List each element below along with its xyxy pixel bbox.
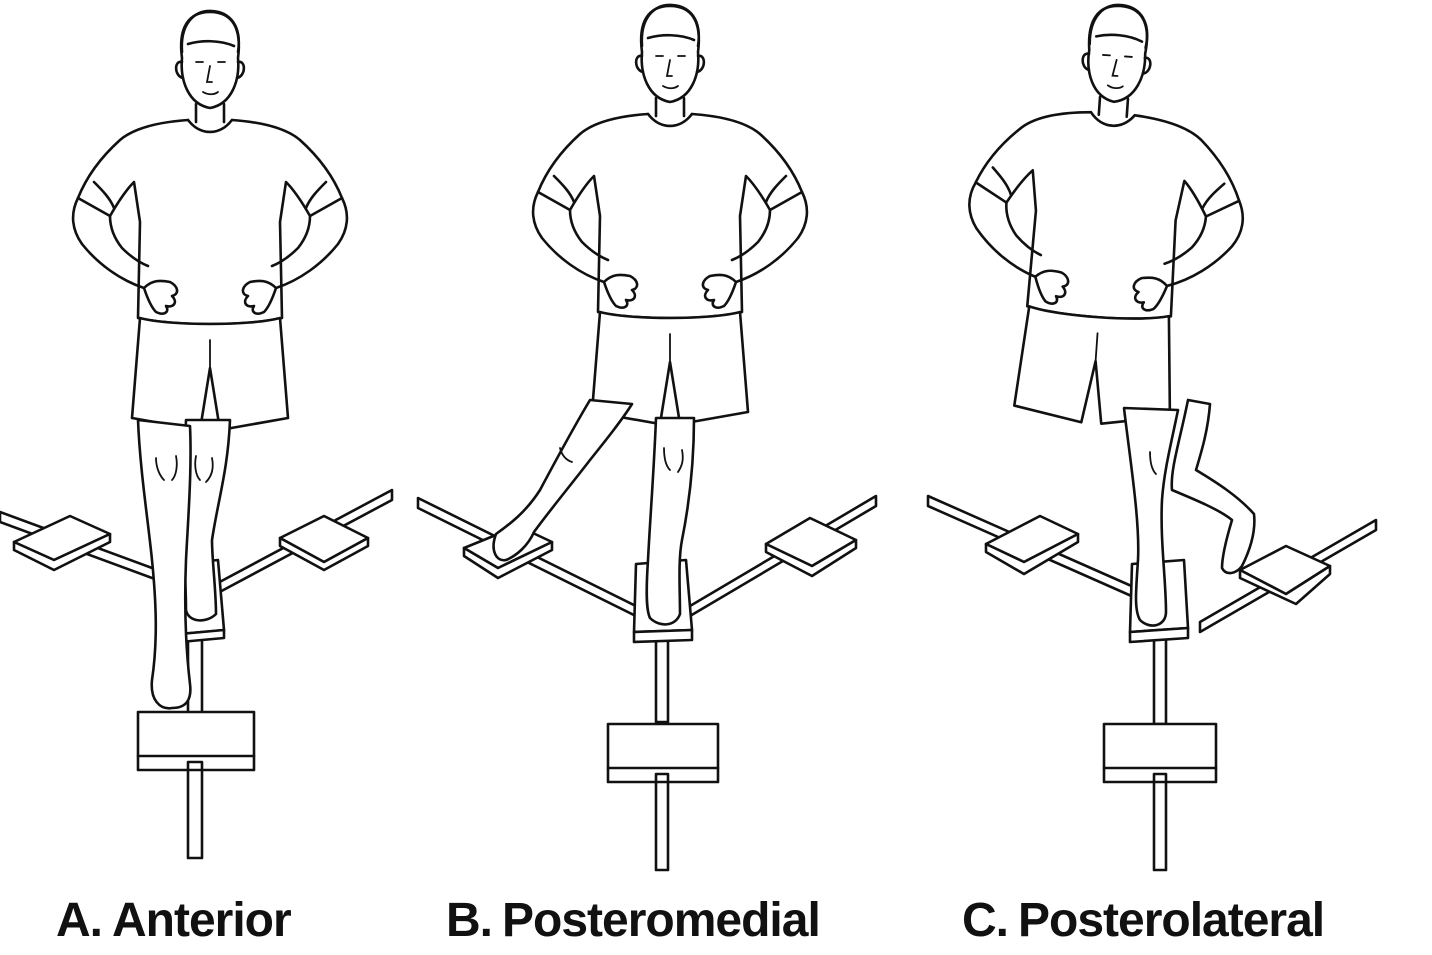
caption-posteromedial: B.Posteromedial — [446, 893, 821, 949]
caption-anterior: A.Anterior — [56, 893, 292, 949]
panel-c-illustration — [926, 0, 1378, 872]
panel-a-illustration — [0, 9, 394, 860]
caption-label: Posterolateral — [1018, 894, 1325, 947]
caption-label: Posteromedial — [502, 894, 821, 947]
panel-b-illustration — [416, 3, 878, 872]
y-balance-test-figure — [0, 0, 1378, 872]
caption-letter: C. — [962, 894, 1009, 947]
caption-label: Anterior — [112, 894, 292, 947]
caption-posterolateral: C.Posterolateral — [962, 893, 1325, 949]
caption-letter: B. — [446, 894, 493, 947]
caption-letter: A. — [56, 894, 103, 947]
